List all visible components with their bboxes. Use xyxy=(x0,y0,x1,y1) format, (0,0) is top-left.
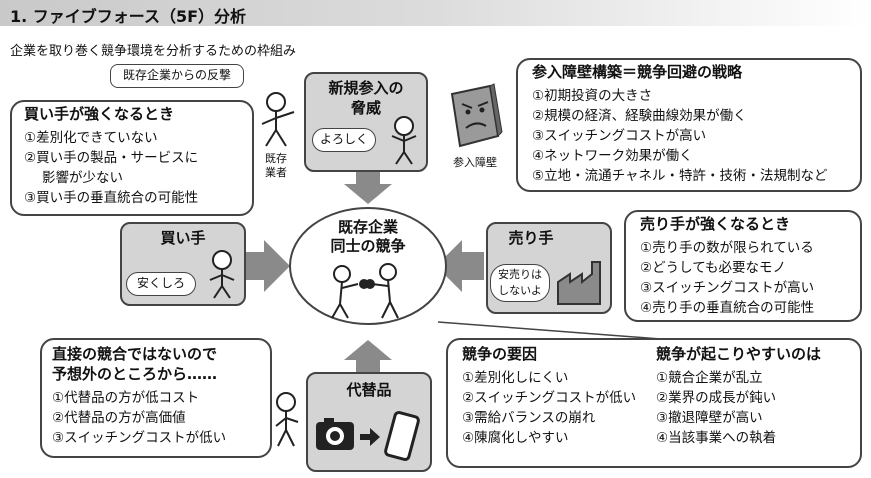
competition-likely-item-2: ②業界の成長が鈍い xyxy=(656,390,777,406)
buyers-label: 買い手 xyxy=(160,229,206,247)
buyers-item-1: ①差別化できていない xyxy=(24,130,158,146)
new-entrants-label-line2: 脅威 xyxy=(350,99,381,117)
arrow-right-icon xyxy=(360,428,380,446)
buyers-heading: 買い手が強くなるとき xyxy=(24,105,175,123)
new-entrants-label-line1: 新規参入の xyxy=(328,79,404,97)
buyer-figure-icon xyxy=(209,250,235,299)
stick-figure-icon xyxy=(391,116,417,165)
entry-barriers-item-2: ②規模の経済、経験曲線効果が働く xyxy=(532,108,747,124)
competition-factors-item-3: ③需給バランスの崩れ xyxy=(462,410,596,426)
sellers-item-2: ②どうしても必要なモノ xyxy=(640,260,787,276)
arrow-up-from-substitutes xyxy=(344,340,392,372)
incumbent-figure-icon xyxy=(261,92,295,147)
sellers-bubble-line1: 安売りは xyxy=(498,268,542,281)
entry-barriers-item-4: ④ネットワーク効果が働く xyxy=(532,148,693,164)
page-title: 1. ファイブフォース（5F）分析 xyxy=(10,7,247,26)
title-bar: 1. ファイブフォース（5F）分析 xyxy=(0,0,871,26)
substitutes-callout xyxy=(40,338,272,458)
arrow-right-from-buyers xyxy=(244,240,290,292)
center-label-line1: 既存企業 xyxy=(337,218,398,236)
competition-likely-item-1: ①競合企業が乱立 xyxy=(656,370,763,386)
competition-callout xyxy=(446,338,862,468)
competition-likely-item-4: ④当該事業への執着 xyxy=(656,430,777,446)
sellers-bubble: 安売りは しないよ xyxy=(490,264,550,302)
barrier-label: 参入障壁 xyxy=(453,156,497,169)
substitutes-heading-line1: 直接の競合ではないので xyxy=(52,345,218,363)
entry-barriers-item-3: ③スイッチングコストが高い xyxy=(532,128,707,144)
entry-barriers-item-5: ⑤立地・流通チャネル・特許・技術・法規制など xyxy=(532,168,828,184)
sellers-item-1: ①売り手の数が限られている xyxy=(640,240,814,256)
entry-barriers-item-1: ①初期投資の大きさ xyxy=(532,88,653,104)
page-subtitle: 企業を取り巻く競争環境を分析するための枠組み xyxy=(10,44,297,59)
buyers-item-2-cont: 影響が少ない xyxy=(42,170,123,186)
barrier-wall-icon xyxy=(450,83,503,148)
sellers-bubble-line2: しないよ xyxy=(498,284,542,297)
buyers-item-3: ③買い手の垂直統合の可能性 xyxy=(24,190,199,206)
substitutes-heading: 直接の競合ではないので 予想外のところから…… xyxy=(52,344,217,384)
competition-likely-item-3: ③撤退障壁が高い xyxy=(656,410,763,426)
entry-barriers-heading: 参入障壁構築＝競争回避の戦略 xyxy=(532,63,743,81)
center-label-line2: 同士の競争 xyxy=(330,237,406,255)
arrow-left-from-sellers xyxy=(436,240,484,292)
sellers-label: 売り手 xyxy=(508,229,554,247)
substitutes-item-3: ③スイッチングコストが低い xyxy=(52,430,227,446)
incumbent-label-line2: 業者 xyxy=(265,166,287,179)
substitutes-item-2: ②代替品の方が高価値 xyxy=(52,410,186,426)
substitutes-label: 代替品 xyxy=(346,381,392,399)
incumbent-label: 既存 業者 xyxy=(256,152,296,180)
arrow-down-from-new-entrants xyxy=(344,172,392,204)
counter-attack-bubble: 既存企業からの反撃 xyxy=(110,64,244,88)
substitutes-item-1: ①代替品の方が低コスト xyxy=(52,390,200,406)
camera-to-smartphone-icon xyxy=(316,411,420,461)
sellers-item-4: ④売り手の垂直統合の可能性 xyxy=(640,300,815,316)
factory-icon xyxy=(557,261,601,305)
competition-factors-item-4: ④陳腐化しやすい xyxy=(462,430,569,446)
competition-factors-item-1: ①差別化しにくい xyxy=(462,370,569,386)
substitutes-heading-line2: 予想外のところから…… xyxy=(52,365,218,383)
new-entrants-label: 新規参入の 脅威 xyxy=(304,78,428,118)
center-label: 既存企業 同士の競争 xyxy=(318,218,418,256)
center-ellipse xyxy=(289,207,447,325)
competition-likely-heading: 競争が起こりやすいのは xyxy=(656,345,822,363)
new-entrants-bubble: よろしく xyxy=(312,128,376,152)
sellers-heading: 売り手が強くなるとき xyxy=(640,215,791,233)
competition-factors-item-2: ②スイッチングコストが低い xyxy=(462,390,637,406)
buyers-bubble: 安くしろ xyxy=(126,272,196,296)
sellers-callout xyxy=(624,210,862,322)
thinking-figure-icon xyxy=(275,392,299,447)
incumbent-label-line1: 既存 xyxy=(265,152,287,165)
camera-icon xyxy=(316,418,354,450)
smartphone-icon xyxy=(384,411,420,461)
buyers-item-2: ②買い手の製品・サービスに xyxy=(24,150,199,166)
buyers-callout xyxy=(10,100,254,216)
entry-barriers-callout xyxy=(516,58,862,192)
competition-factors-heading: 競争の要因 xyxy=(462,345,538,363)
sellers-item-3: ③スイッチングコストが高い xyxy=(640,280,815,296)
